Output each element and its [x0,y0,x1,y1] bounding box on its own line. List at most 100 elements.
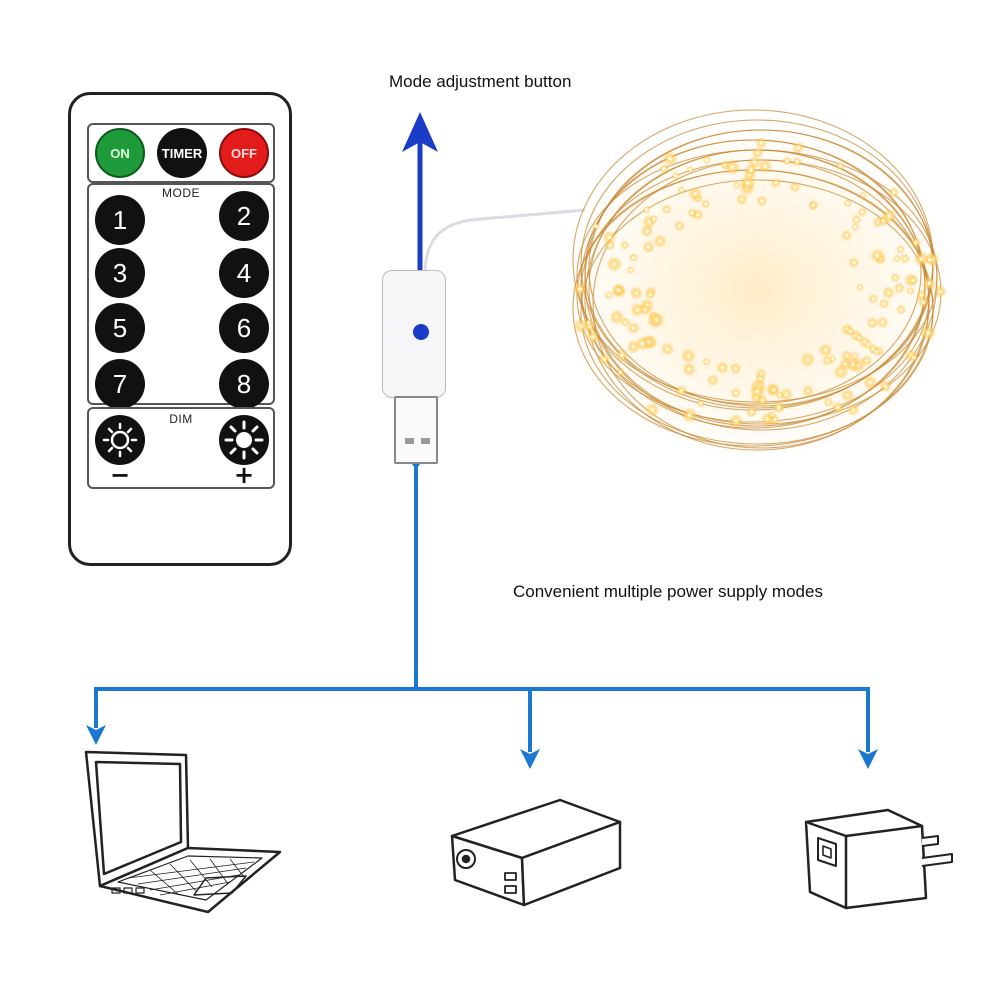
light-bulb-core [705,158,709,162]
light-bulb-core [662,167,666,171]
light-bulb-core [586,321,591,325]
light-bulb-core [654,318,659,322]
light-bulb-core [899,247,903,251]
mode-adjustment-button[interactable] [413,324,429,340]
light-bulb-core [693,192,697,196]
light-bulb-core [607,293,611,297]
light-bulb-core [623,243,627,247]
light-bulb-core [844,233,849,237]
light-bulb-core [749,168,753,172]
light-bulb-core [927,281,931,285]
light-bulb-core [912,356,916,360]
light-bulb-core [772,388,776,392]
mode-button-8[interactable]: 8 [219,359,269,409]
light-bulb-core [763,164,767,168]
wall-charger-icon [804,808,953,910]
dim-up-button[interactable] [219,415,269,465]
light-bulb-core [629,268,633,272]
light-bulb-core [686,354,691,358]
light-bulb-core [752,160,757,164]
light-bulb-core [853,354,857,358]
light-bulb-core [690,211,694,215]
usb-connector [394,396,438,464]
light-bulb-core [811,203,815,207]
light-bulb-core [865,359,869,363]
timer-button-label: TIMER [161,145,203,161]
light-bulb-core [895,256,899,261]
mode-button-label: 5 [112,312,128,343]
light-bulb-core [664,207,669,211]
power-supply-caption: Convenient multiple power supply modes [513,582,823,601]
light-bulb-core [851,362,855,366]
sun-bright-icon [224,420,264,460]
light-bulb-core [848,329,852,333]
mode-label: MODE [162,186,200,200]
light-bulb-core [616,288,621,292]
remote-control: ON TIMER OFF MODE 1 2 3 4 5 6 [68,92,292,566]
light-bulb-core [795,160,799,164]
light-bulb-core [852,260,856,265]
light-bulb-core [938,289,942,294]
mode-button-4[interactable]: 4 [219,248,269,298]
light-bulb-core [919,293,924,297]
light-bulb-core [826,400,830,404]
light-bulb-core [860,210,864,214]
light-bulb-core [861,193,865,197]
light-bulb-core [578,287,582,291]
light-bulb-core [687,367,691,371]
remote-dim-panel: DIM [87,407,275,489]
power-bank-icon [450,798,622,907]
light-bulb-core [602,357,606,361]
off-button[interactable]: OFF [219,128,269,178]
mode-button-6[interactable]: 6 [219,303,269,353]
light-bulb-core [643,308,647,312]
mode-button-3[interactable]: 3 [95,248,145,298]
mode-button-label: 8 [236,368,252,399]
dim-down-button[interactable] [95,415,145,465]
mode-button-label: 2 [236,200,252,231]
mode-button-5[interactable]: 5 [95,303,145,353]
light-bulb-core [883,384,888,388]
mode-button-1[interactable]: 1 [95,195,145,245]
light-bulb-core [793,185,797,189]
usb-pin [421,438,430,444]
light-bulb-core [658,239,662,243]
sun-dim-icon [102,422,138,458]
light-bulb-core [914,240,918,245]
light-bulb-core [647,220,651,224]
light-bulb-core [631,326,635,330]
fairy-lights-image [557,109,957,460]
light-bulb-core [618,370,623,374]
light-bulb-core [838,164,843,168]
light-bulb-core [806,358,810,362]
light-bulb-core [640,342,644,346]
light-bulb-core [620,353,624,357]
remote-mode-panel: MODE 1 2 3 4 5 6 7 8 [87,183,275,409]
light-bulb-core [911,278,915,282]
light-bulb-core [926,331,930,335]
light-bulb-core [635,308,639,312]
mode-button-7[interactable]: 7 [95,359,145,409]
mode-adjustment-caption: Mode adjustment button [389,72,572,91]
power-supply-arrows [86,459,878,769]
mode-button-label: 1 [112,204,128,235]
light-bulb-core [851,408,855,412]
light-bulb-core [855,218,859,222]
usb-pin [405,438,414,444]
light-bulb-core [777,405,781,409]
dim-minus-sign: − [109,461,131,489]
light-bulb-core [796,146,800,150]
light-bulb-core [903,256,907,261]
light-bulb-core [785,159,789,163]
light-bulb-core [646,245,651,249]
mode-button-2[interactable]: 2 [219,191,269,241]
light-bulb-core [734,391,738,395]
light-bulb-core [858,285,862,289]
on-button[interactable]: ON [95,128,145,178]
light-bulb-core [730,165,735,169]
timer-button[interactable]: TIMER [157,128,207,178]
light-bulb-core [668,157,672,161]
light-bulb-core [760,199,764,203]
light-bulb-core [908,289,912,293]
